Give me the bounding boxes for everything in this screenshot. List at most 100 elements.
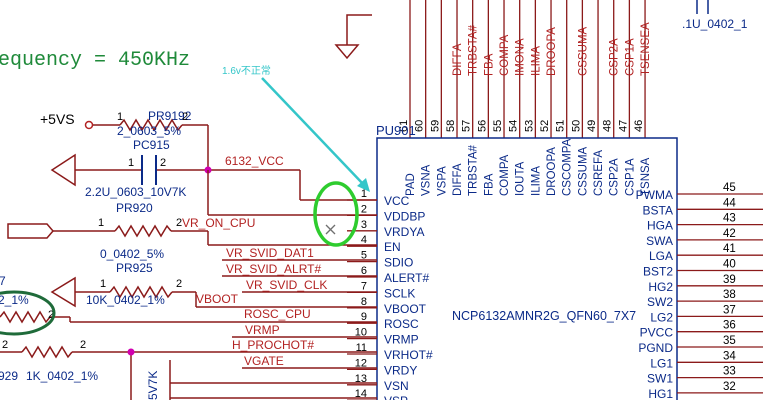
pin-name: TRBSTA# [468,144,480,196]
pin-number: 11 [356,342,367,354]
pin-name: ILIMA [530,166,542,196]
top-right-capacitor [696,0,709,14]
pc915-pin1: 1 [128,157,134,169]
pin-name: PWMA [636,188,673,202]
off-page-arrow-vboot [50,276,76,308]
vsn-vsp-wires [169,360,377,400]
pin-number: 43 [723,213,736,225]
netlabel-svid-clk: VR_SVID_CLK [246,278,327,292]
pin-name: DIFFA [452,163,464,196]
top-net-label: DIFFA [452,43,464,76]
pr9192-pin1: 1 [117,111,123,123]
pin-name: LG1 [650,356,673,370]
pin-number: 40 [723,259,736,271]
no-connect-marker [325,224,336,235]
top-net-label: DROOPA [546,27,558,76]
pr929-resistor [21,345,73,359]
pin-number: 32 [723,381,736,393]
power-label-5vs: +5VS [40,111,75,127]
pin-number: 8 [361,296,367,308]
pin-number: 54 [508,120,520,132]
pin-name: SW2 [647,295,673,309]
pin-number: 7 [361,280,367,292]
pin-number: 13 [355,373,367,385]
pin-name: TSNSA [640,157,652,196]
pin-name: SDIO [384,256,413,270]
annotation-ellipse-rosc [0,290,56,336]
pin-number: 14 [355,388,367,400]
pin-number: 5 [361,250,367,262]
annotation-text: 1.6v不正常 [222,64,271,77]
pin-number: 33 [723,366,736,378]
pin-name: CSCOMPA [562,138,574,196]
pr925-value: 10K_0402_1% [86,293,165,307]
pin-name: ROSC [384,317,419,331]
netlabel-vrmp: VRMP [245,323,280,337]
top-net-label: TSENSEA [640,22,652,76]
top-net-label: ILIMA [530,46,542,76]
pr920-pin1: 2 [176,217,182,229]
pin-number: 10 [355,327,367,339]
pin-name: VBOOT [384,302,427,316]
pr920-value: 0_0402_5% [100,247,164,261]
pin-number: 47 [617,120,629,132]
pin-number: 42 [723,228,736,240]
pin-number: 61 [398,120,410,132]
top-net-label: COMPA [499,34,511,76]
left-partial-resistor [0,310,51,324]
top-net-label: CSP2A [609,38,621,76]
pin-name: HG2 [648,280,673,294]
pc915-value: 2.2U_0603_10V7K [85,185,186,199]
pr925-wires [50,276,377,308]
pr925-pin2: 2 [176,278,182,290]
top-pins: 61PAD60VSNA59VSPA58DIFFADIFFA57TRBSTA#TR… [398,22,652,196]
pin-name: HG1 [648,387,673,400]
pin-name: EN [384,240,401,254]
pin-number: 56 [476,120,488,132]
top-pin-wires [409,0,646,138]
vddbp-wires [207,170,377,216]
pc915-ref: PC915 [133,138,170,152]
pin-number: 2 [361,203,367,215]
pin-number: 6 [361,265,367,277]
pr929-pin2: 2 [80,339,86,351]
top-net-label: IMONA [515,38,527,76]
pr920-ref: PR920 [116,201,153,215]
off-page-connector-en [7,223,54,239]
ground-symbol [334,14,372,60]
pr9192-value: 2_0603_5% [117,124,181,138]
pin-name: PGND [638,341,673,355]
netlabel-vgate: VGATE [244,354,284,368]
frequency-note: equency = 450KHz [0,49,190,72]
pin-name: CSSUMA [577,146,589,196]
pin-number: 51 [555,120,567,132]
junction-prochot [127,348,135,356]
pin-number: 3 [361,219,367,231]
pr9192-ref: PR9192 [148,109,192,123]
pin-number: 49 [586,120,598,132]
netlabel-rosc: ROSC_CPU [244,307,311,321]
netlabel-vboot: VBOOT [196,292,239,306]
pin-number: 12 [355,357,367,369]
pr920-pin2: 1 [98,217,104,229]
chip-body [376,137,678,400]
pin-name: VSNA [421,164,433,196]
pin-number: 44 [723,197,736,209]
pin-number: 57 [461,120,473,132]
top-net-label: FBA [483,53,495,76]
pin-name: VRMP [384,333,419,347]
pin-number: 53 [523,120,535,132]
pin-name: ALERT# [384,271,429,285]
pin-number: 46 [633,120,645,132]
pin-number: 37 [723,304,736,316]
svid-wires [222,259,377,293]
pin-name: FBA [483,173,495,196]
right-pins: 45PWMA44BSTA43HGA42SWA41LGA40BST239HG238… [636,182,763,400]
pin-name: CSP1A [624,158,636,196]
rosc-wires [0,310,377,324]
netlabel-svid-dat: VR_SVID_DAT1 [226,246,314,260]
pin-name: VSPA [436,166,448,196]
pc915-capacitor [141,155,157,185]
